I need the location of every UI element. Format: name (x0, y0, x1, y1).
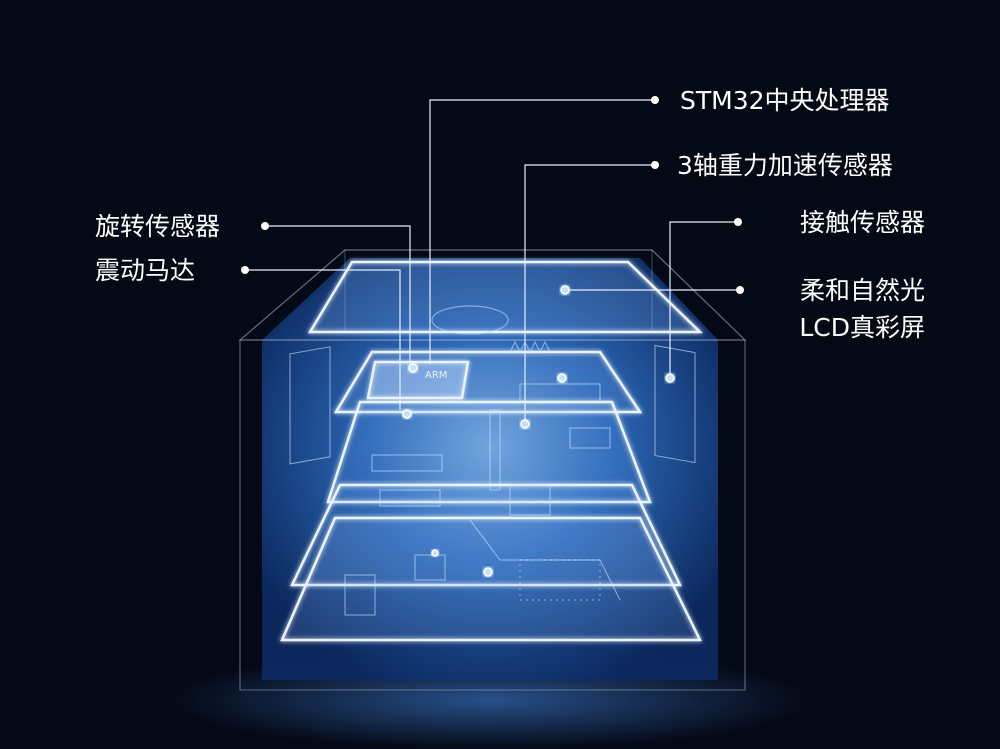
leader-lcd (569, 286, 744, 294)
label-lcd-line2: LCD真彩屏 (799, 313, 925, 342)
label-lcd-line1: 柔和自然光 (800, 276, 925, 305)
leader-vibration-motor (241, 266, 401, 410)
sensor-board-layer (326, 400, 652, 504)
label-touch-sensor: 接触传感器 (800, 208, 925, 237)
lcd-layer (307, 260, 704, 335)
leader-rotation-sensor (261, 222, 411, 364)
leader-cpu (429, 96, 659, 364)
label-accelerometer: 3轴重力加速传感器 (677, 151, 893, 180)
label-vibration-motor: 震动马达 (95, 256, 195, 285)
base-board-layer (280, 516, 703, 642)
leader-accelerometer (524, 161, 659, 420)
label-cpu: STM32中央处理器 (680, 86, 890, 115)
chip-label: ARM (425, 370, 447, 381)
label-rotation-sensor: 旋转传感器 (95, 212, 220, 241)
leader-touch-sensor (669, 218, 742, 374)
